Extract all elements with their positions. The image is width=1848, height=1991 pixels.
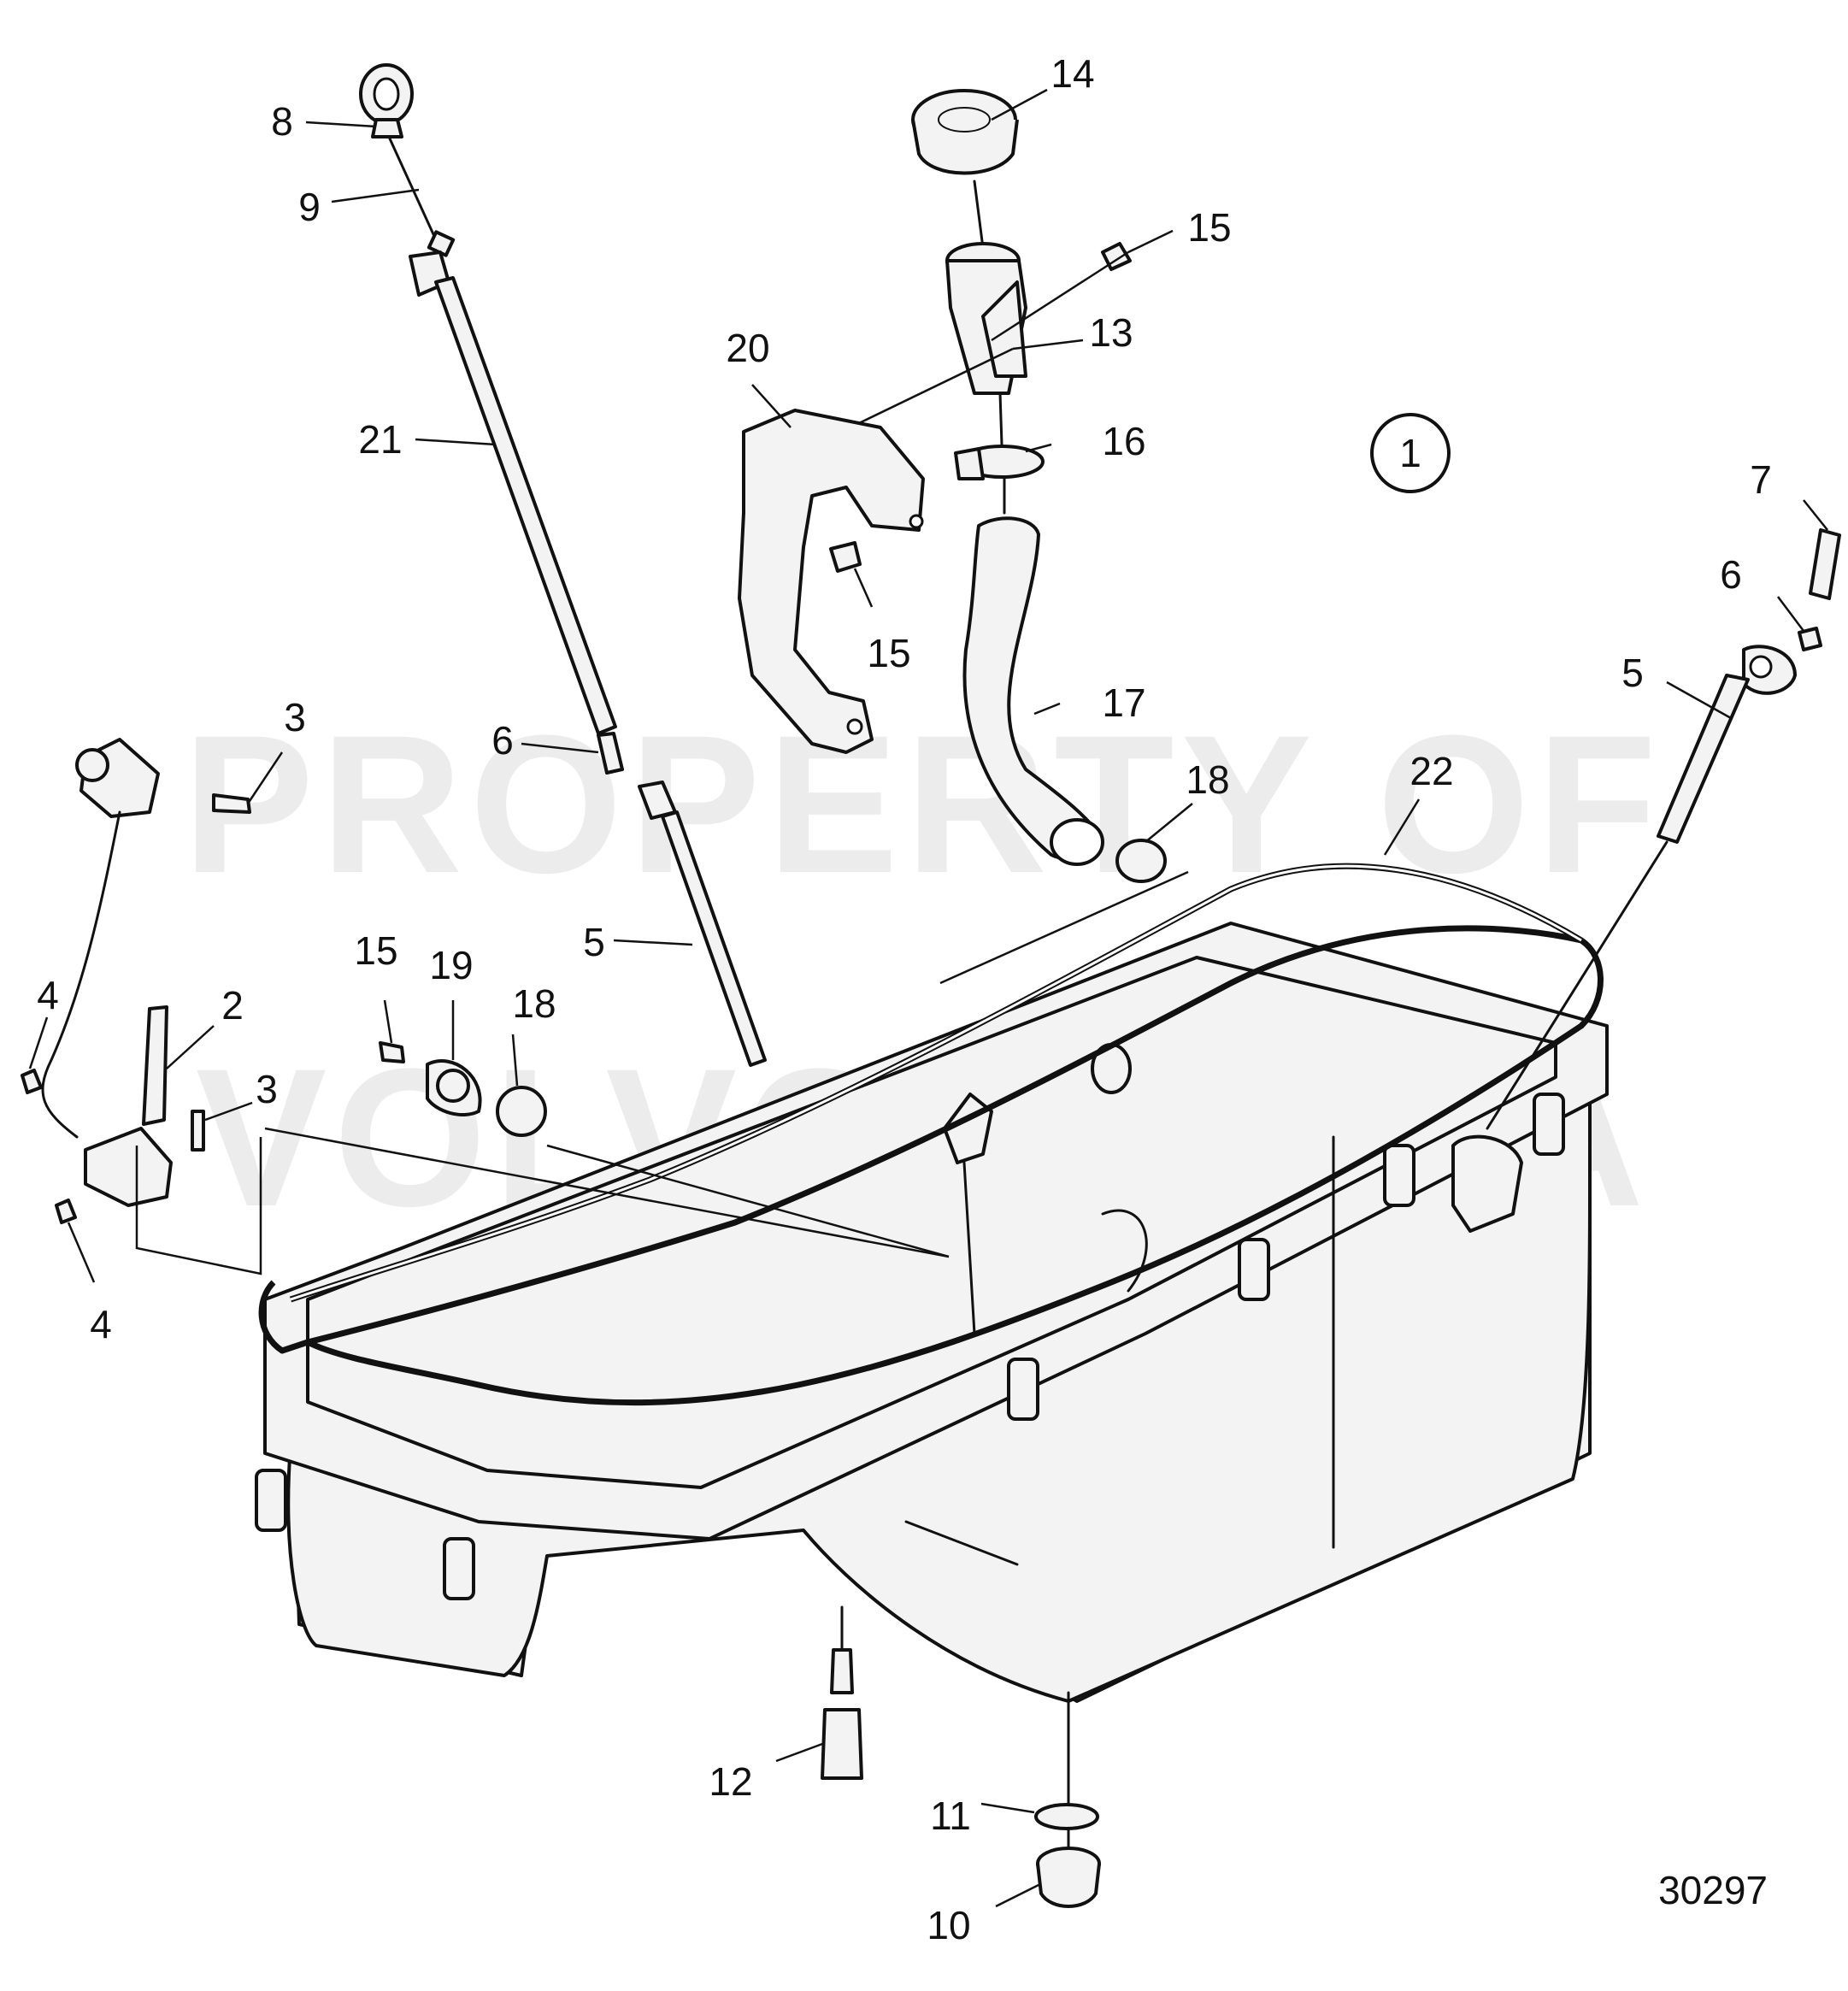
callout-10: 10	[927, 1903, 970, 1947]
o-ring-18-lower[interactable]	[496, 1086, 547, 1137]
callout-20: 20	[726, 326, 769, 370]
oil-filler-hose[interactable]	[962, 516, 1104, 866]
callout-11: 11	[930, 1794, 971, 1838]
callout-12: 12	[709, 1759, 752, 1804]
drain-valve[interactable]	[821, 1648, 863, 1780]
callout-6-b: 6	[491, 718, 514, 763]
figure-number: 30297	[1658, 1868, 1768, 1912]
breather-flange[interactable]	[426, 1059, 482, 1116]
group-marker: 1	[1370, 413, 1451, 493]
callout-3-b: 3	[256, 1067, 278, 1111]
drain-o-ring[interactable]	[1034, 1803, 1099, 1830]
callout-5-a: 5	[1621, 651, 1644, 695]
oil-filler-neck[interactable]	[945, 242, 1027, 395]
callout-15-c: 15	[354, 928, 397, 973]
oil-filler-cap[interactable]	[911, 89, 1019, 175]
callout-6-a: 6	[1720, 552, 1742, 597]
oil-level-sensor[interactable]	[41, 738, 160, 1139]
oil-pan[interactable]	[255, 922, 1609, 1703]
sensor-screw[interactable]	[212, 793, 251, 814]
callout-2: 2	[221, 983, 244, 1028]
callout-7: 7	[1750, 457, 1772, 502]
callout-14: 14	[1051, 51, 1094, 96]
hose-clamp[interactable]	[954, 445, 1045, 480]
group-marker-number: 1	[1399, 431, 1421, 475]
callout-16: 16	[1102, 419, 1145, 463]
clip-nut-lower[interactable]	[55, 1199, 77, 1224]
dipstick-assembly[interactable]	[359, 63, 767, 1067]
callout-8: 8	[271, 99, 293, 144]
callout-22: 22	[1410, 749, 1453, 793]
right-dipstick-assembly[interactable]	[1486, 528, 1841, 1130]
leader-lines	[28, 88, 1828, 1908]
oil-pickup-tube[interactable]	[84, 1005, 173, 1207]
bracket-bolt[interactable]	[829, 541, 862, 573]
breather-bolt[interactable]	[379, 1041, 405, 1063]
pickup-screw[interactable]	[191, 1110, 205, 1152]
callout-4-b: 4	[90, 1302, 112, 1346]
neck-bolt[interactable]	[1101, 242, 1132, 271]
callout-4-a: 4	[37, 973, 59, 1017]
drain-plug[interactable]	[1036, 1847, 1101, 1908]
callout-17: 17	[1102, 680, 1145, 725]
callout-18-b: 18	[512, 981, 556, 1026]
clip-nut-upper[interactable]	[21, 1069, 43, 1094]
callout-5-b: 5	[583, 920, 605, 964]
callout-21: 21	[358, 417, 402, 462]
callout-13: 13	[1089, 310, 1133, 355]
o-ring-18-upper[interactable]	[1115, 839, 1167, 883]
callout-15-b: 15	[867, 631, 910, 675]
oil-pan-gasket[interactable]	[258, 863, 1604, 1406]
callout-19: 19	[429, 943, 473, 987]
callout-3-a: 3	[284, 695, 306, 739]
callout-9: 9	[298, 185, 321, 229]
watermark-line-1: PROPERTY OF	[183, 694, 1663, 914]
callout-15-a: 15	[1187, 205, 1231, 250]
callout-18-a: 18	[1186, 757, 1229, 802]
callout-labels: 8 9 21 14 15 13 20 16 15 17 7 6 5 3 6 18…	[37, 51, 1772, 1947]
pan-bolts	[255, 1093, 1565, 1600]
filler-bracket[interactable]	[738, 409, 925, 754]
